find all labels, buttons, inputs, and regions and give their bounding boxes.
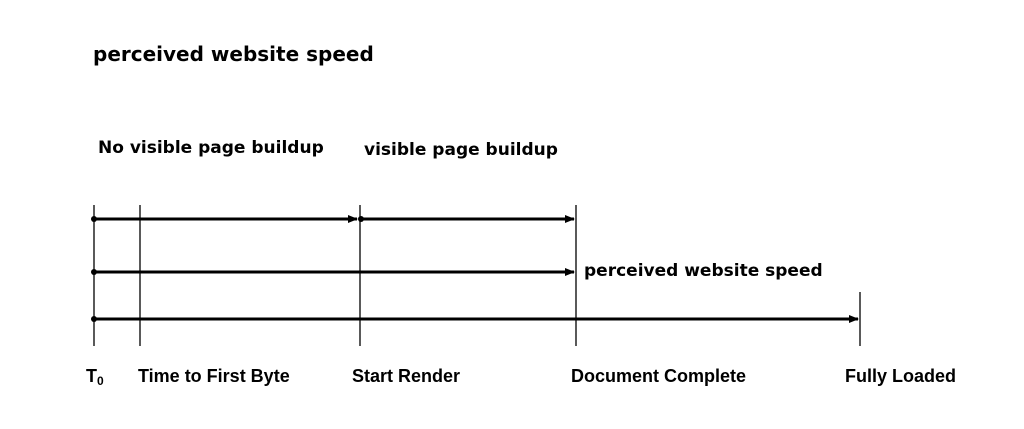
diagram-title: perceived website speed	[93, 42, 374, 66]
milestone-label-t0-base: T	[86, 366, 97, 386]
milestone-label-t0: T0	[86, 366, 104, 388]
milestone-label-time-to-first-byte: Time to First Byte	[138, 366, 290, 386]
arrow-start-dot	[91, 216, 97, 222]
phase-label-no-visible-buildup: No visible page buildup	[98, 138, 324, 158]
phase-label-visible-buildup: visible page buildup	[364, 140, 558, 160]
milestone-label-t0-subscript: 0	[97, 374, 104, 388]
milestone-label-document-complete: Document Complete	[571, 366, 747, 386]
arrow-start-dot	[91, 269, 97, 275]
milestone-label-fully-loaded: Fully Loaded	[845, 366, 957, 386]
arrow-start-dot	[91, 316, 97, 322]
arrow-start-dot	[358, 216, 364, 222]
perceived-speed-arrow-label: perceived website speed	[584, 261, 823, 281]
milestone-label-start-render: Start Render	[352, 366, 461, 386]
